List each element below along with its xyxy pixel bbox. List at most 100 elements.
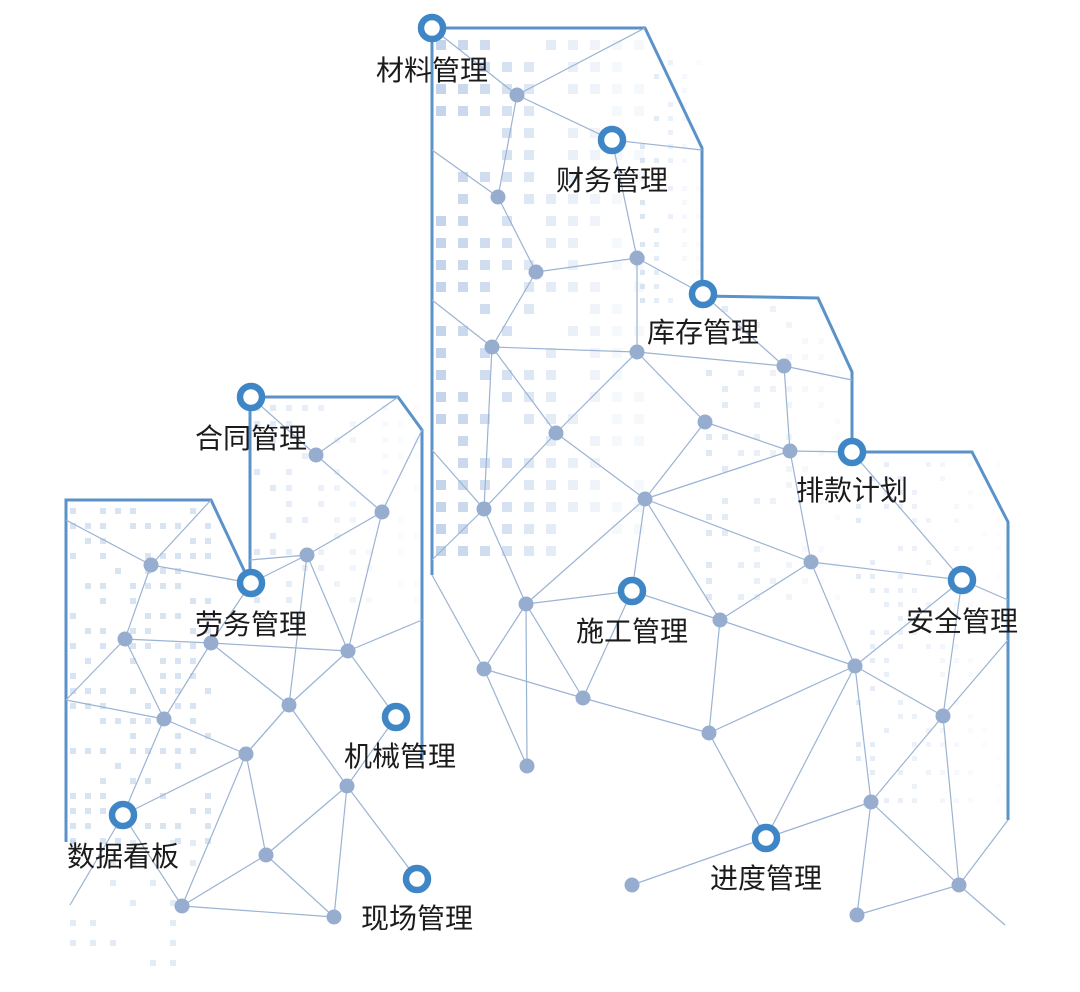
facade-square (70, 613, 76, 619)
facade-square (350, 597, 356, 603)
facade-square (634, 436, 644, 446)
facade-square (100, 523, 106, 529)
node-label: 现场管理 (361, 902, 473, 935)
facade-square (115, 718, 121, 724)
facade-square (738, 370, 744, 376)
facade-square (706, 578, 712, 584)
node-ring-icon[interactable] (236, 568, 266, 598)
facade-square (175, 823, 181, 829)
node-ring-icon[interactable] (751, 823, 781, 853)
facade-square (524, 414, 534, 424)
facade-square (175, 643, 181, 649)
node-ring-icon[interactable] (402, 864, 432, 894)
network-edge (942, 579, 963, 717)
facade-square (85, 823, 91, 829)
facade-square (480, 62, 490, 72)
facade-square (524, 458, 534, 468)
node-ring-icon[interactable] (947, 565, 977, 595)
facade-square (286, 597, 292, 603)
facade-square (302, 405, 308, 411)
facade-square (568, 40, 578, 50)
facade-square (696, 256, 701, 261)
facade-square (786, 386, 792, 392)
facade-square (968, 798, 973, 803)
facade-square (546, 524, 556, 534)
node-ring-icon[interactable] (688, 279, 718, 309)
facade-square (982, 630, 987, 635)
node-materials[interactable]: 材料管理 (376, 13, 488, 87)
node-labor[interactable]: 劳务管理 (195, 568, 307, 641)
facade-square (436, 282, 446, 292)
network-dot (776, 358, 792, 374)
facade-square (145, 778, 151, 784)
facade-square (205, 823, 211, 829)
network-edge (346, 785, 418, 880)
node-ring-icon[interactable] (597, 125, 627, 155)
facade-square (170, 960, 176, 966)
facade-square (302, 517, 308, 523)
facade-square (738, 594, 744, 600)
facade-square (458, 326, 468, 336)
network-edge (497, 196, 537, 273)
facade-square (546, 436, 556, 446)
facade-square (100, 793, 106, 799)
node-inventory[interactable]: 库存管理 (647, 279, 759, 349)
node-machinery[interactable]: 机械管理 (344, 702, 456, 773)
facade-square (640, 242, 645, 247)
facade-square (480, 348, 490, 358)
facade-square (634, 480, 644, 490)
node-ring-icon[interactable] (236, 382, 266, 412)
facade-square (722, 338, 728, 344)
facade-square (898, 546, 903, 551)
facade-square (480, 40, 490, 50)
node-progress[interactable]: 进度管理 (710, 823, 822, 895)
node-ring-icon[interactable] (417, 13, 447, 43)
facade-square (270, 549, 276, 555)
facade-square (834, 594, 840, 600)
node-ring-icon[interactable] (108, 800, 138, 830)
facade-square (884, 462, 889, 467)
node-ring-icon[interactable] (617, 576, 647, 606)
facade-square (802, 386, 808, 392)
node-site[interactable]: 现场管理 (361, 864, 473, 935)
network-dot (518, 596, 534, 612)
node-payment[interactable]: 排款计划 (796, 437, 908, 507)
facade-square (926, 770, 931, 775)
network-edge (856, 801, 872, 916)
facade-square (458, 458, 468, 468)
facade-square (458, 84, 468, 94)
node-construction[interactable]: 施工管理 (576, 576, 688, 648)
facade-square (682, 242, 687, 247)
node-ring-icon[interactable] (381, 702, 411, 732)
facade-square (175, 733, 181, 739)
network-edge (181, 854, 267, 907)
network-edge (958, 819, 1009, 886)
network-edge (181, 753, 247, 907)
facade-square (524, 128, 534, 138)
facade-square (205, 838, 211, 844)
node-dashboard[interactable]: 数据看板 (67, 800, 179, 873)
facade-square (706, 434, 712, 440)
facade-square (996, 784, 1001, 789)
facade-square (786, 562, 792, 568)
node-finance[interactable]: 财务管理 (556, 125, 668, 197)
facade-square (968, 770, 973, 775)
node-contract[interactable]: 合同管理 (195, 382, 307, 455)
facade-square (612, 436, 622, 446)
facade-square (940, 476, 945, 481)
node-ring-icon[interactable] (837, 437, 867, 467)
network-dot (258, 847, 274, 863)
node-safety[interactable]: 安全管理 (906, 565, 1018, 638)
facade-square (546, 458, 556, 468)
facade-square (612, 84, 622, 94)
facade-square (502, 216, 512, 226)
network-edge (719, 619, 856, 667)
facade-square (190, 598, 196, 604)
facade-square (968, 490, 973, 495)
facade-square (954, 546, 959, 551)
facade-square (458, 282, 468, 292)
facade-square (502, 62, 512, 72)
facade-square (546, 414, 556, 424)
facade-square (612, 370, 622, 380)
